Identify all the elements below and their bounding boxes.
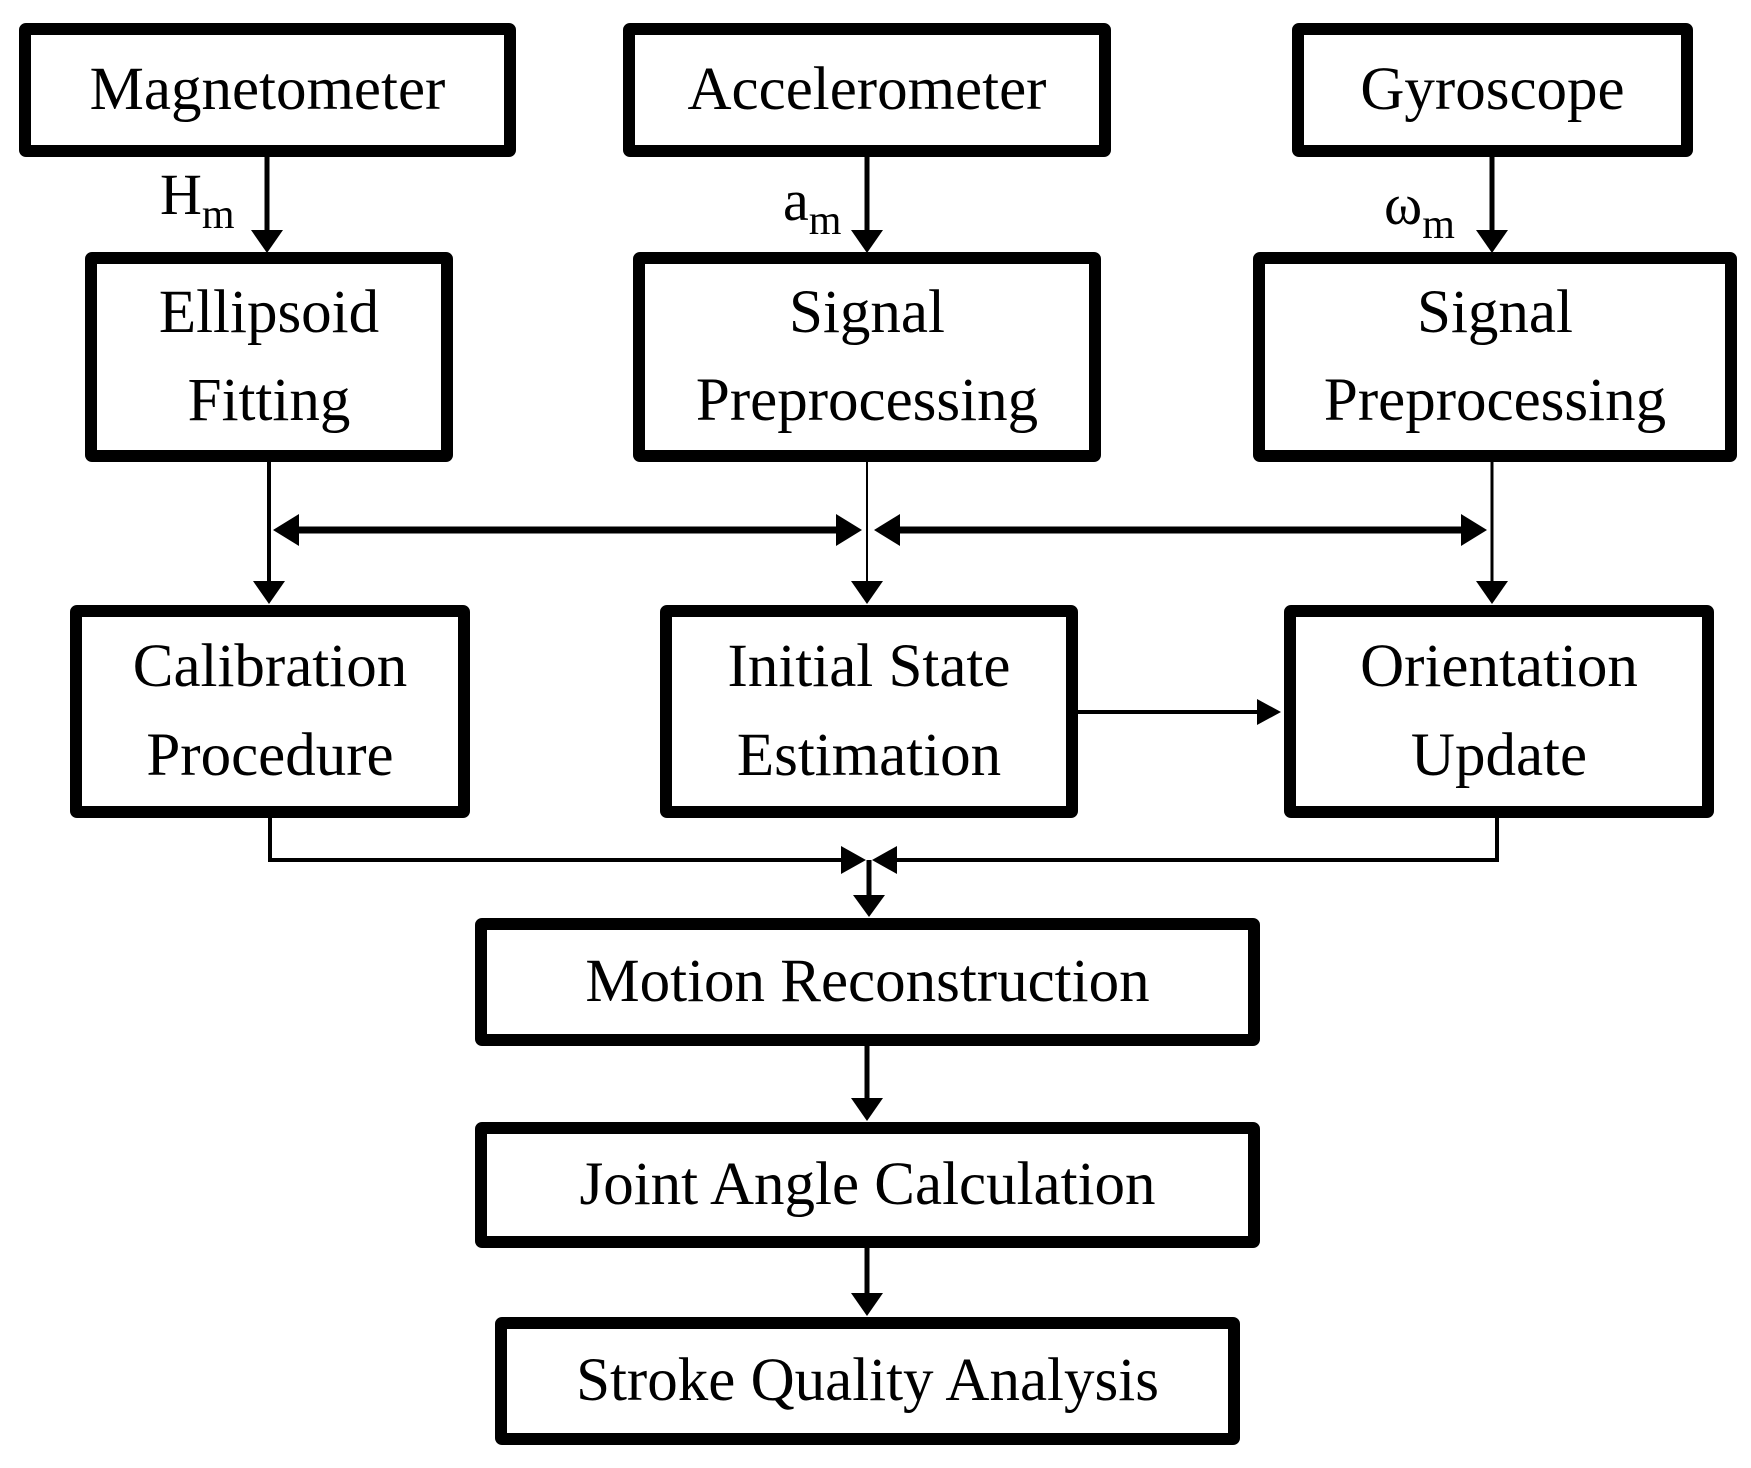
node-calibration-procedure: Calibration Procedure (70, 605, 470, 818)
arrow-motion-to-joint-angle (851, 1046, 883, 1121)
node-accelerometer: Accelerometer (623, 23, 1111, 157)
signal-symbol: ω (1384, 172, 1423, 237)
node-label: Stroke Quality Analysis (576, 1346, 1159, 1414)
node-label-line: Preprocessing (695, 367, 1039, 434)
signal-subscript: m (201, 192, 235, 238)
node-label-line: Signal (1417, 278, 1573, 346)
node-label-line: Preprocessing (1323, 367, 1667, 434)
arrow-preprocessing-to-orientation-update (1476, 462, 1508, 604)
node-label: Magnetometer (89, 55, 446, 123)
node-label-line: Orientation (1360, 633, 1638, 701)
signal-label-accelerometer: am (783, 172, 842, 244)
node-signal-preprocessing-gyro: Signal Preprocessing (1253, 252, 1737, 462)
arrow-accelerometer-to-signal-preprocessing (851, 157, 883, 253)
node-label: Motion Reconstruction (585, 947, 1150, 1015)
node-stroke-quality-analysis: Stroke Quality Analysis (495, 1317, 1240, 1445)
node-label-line: Fitting (187, 367, 351, 434)
double-arrow-right-exchange (874, 514, 1487, 546)
signal-label-magnetometer: Hm (160, 166, 235, 238)
signal-subscript: m (808, 198, 842, 244)
connector-calibration-to-junction (268, 818, 866, 874)
connector-orientation-update-to-junction (872, 818, 1499, 874)
arrow-initial-state-to-orientation-update (1078, 699, 1281, 725)
arrow-magnetometer-to-ellipsoid-fitting (251, 157, 283, 253)
node-label: Accelerometer (687, 55, 1047, 123)
signal-subscript: m (1422, 202, 1455, 248)
node-gyroscope: Gyroscope (1292, 23, 1693, 157)
node-ellipsoid-fitting: Ellipsoid Fitting (85, 252, 453, 462)
node-signal-preprocessing-accel: Signal Preprocessing (633, 252, 1101, 462)
arrow-ellipsoid-to-calibration (253, 462, 285, 604)
node-label: Joint Angle Calculation (579, 1150, 1156, 1218)
arrow-preprocessing-to-initial-state (851, 462, 883, 604)
arrow-joint-angle-to-stroke-quality (851, 1248, 883, 1316)
node-label-line: Signal (789, 278, 945, 346)
node-label-line: Update (1410, 721, 1588, 789)
arrow-junction-to-motion-reconstruction (853, 860, 885, 917)
node-initial-state-estimation: Initial State Estimation (660, 605, 1078, 818)
signal-label-gyroscope: ωm (1384, 176, 1455, 248)
node-orientation-update: Orientation Update (1284, 605, 1714, 818)
node-joint-angle-calculation: Joint Angle Calculation (475, 1122, 1260, 1248)
node-magnetometer: Magnetometer (19, 23, 516, 157)
node-label-line: Calibration (132, 633, 408, 701)
signal-symbol: a (783, 168, 809, 233)
node-label-line: Procedure (146, 721, 394, 789)
node-label-line: Estimation (736, 721, 1002, 789)
signal-symbol: H (160, 162, 202, 227)
double-arrow-left-exchange (273, 514, 862, 546)
node-motion-reconstruction: Motion Reconstruction (475, 918, 1260, 1046)
arrow-gyroscope-to-signal-preprocessing (1476, 157, 1508, 253)
node-label-line: Ellipsoid (158, 278, 380, 346)
node-label: Gyroscope (1360, 55, 1625, 123)
node-label-line: Initial State (727, 633, 1011, 701)
